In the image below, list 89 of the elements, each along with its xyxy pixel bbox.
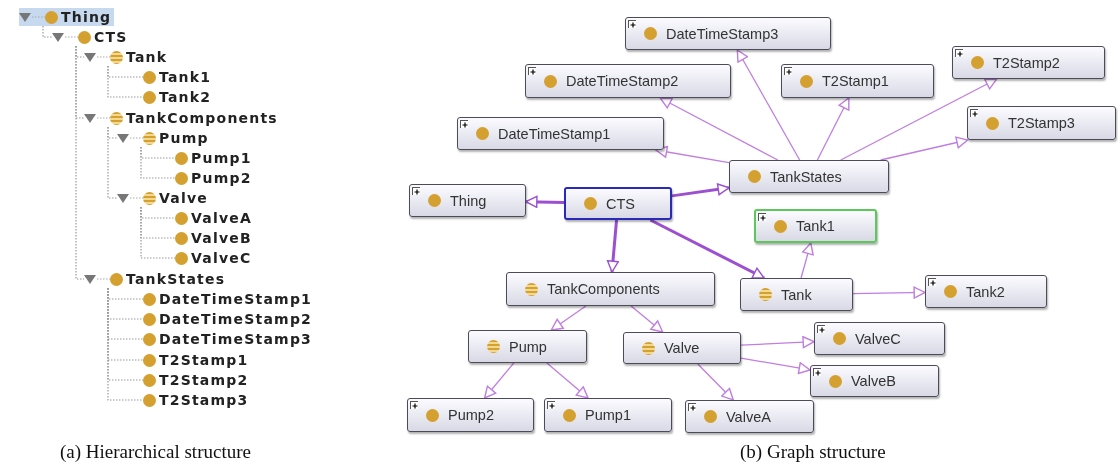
class-box (625, 17, 831, 50)
subclass-arrow (630, 305, 664, 333)
class-name: T2Stamp3 (159, 392, 249, 408)
class-box (952, 46, 1105, 79)
class-name: Tank (781, 286, 812, 303)
class-box (810, 365, 939, 397)
class-box (544, 398, 672, 432)
class-name: Valve (664, 340, 700, 356)
class-name: Tank2 (159, 89, 212, 105)
subclass-arrow (606, 219, 620, 273)
tree-item (19, 8, 115, 26)
class-name: Pump1 (585, 407, 631, 423)
class-box (409, 184, 526, 217)
class-name: T2Stamp1 (159, 352, 249, 368)
class-box (814, 322, 945, 355)
class-name: DateTimeStamp3 (159, 331, 313, 347)
class-box (564, 187, 672, 220)
class-name: T2Stamp1 (822, 73, 889, 89)
class-name: DateTimeStamp1 (498, 125, 611, 142)
subclass-arrow (550, 305, 587, 331)
class-name: TankComponents (126, 110, 278, 126)
class-name: Tank1 (796, 218, 835, 234)
subclass-arrow (525, 195, 565, 208)
subclass-arrow (880, 136, 969, 161)
class-name: ValveA (191, 210, 252, 226)
subclass-arrow (736, 49, 801, 161)
class-name: T2Stamp2 (993, 54, 1060, 71)
class-name: T2Stamp3 (1008, 115, 1075, 131)
subclass-arrow (546, 362, 589, 399)
class-name: TankStates (126, 271, 226, 287)
class-name: Pump2 (448, 407, 494, 423)
class-box (754, 209, 877, 243)
subclass-arrow (483, 362, 515, 399)
class-name: Thing (61, 9, 112, 25)
tree-connector (42, 25, 53, 38)
class-name: Tank1 (159, 69, 212, 85)
class-name: DateTimeStamp3 (666, 25, 779, 42)
class-name: Pump (509, 338, 547, 355)
class-box (685, 400, 814, 433)
subclass-arrow (800, 242, 814, 279)
class-box (457, 117, 664, 150)
class-box (925, 275, 1047, 308)
class-name: TankComponents (547, 281, 660, 297)
caption: (a) Hierarchical structure (60, 441, 251, 463)
class-box (468, 330, 587, 363)
subclass-arrow (649, 218, 765, 280)
class-name: ValveB (851, 373, 896, 389)
class-name: CTS (94, 29, 128, 45)
subclass-arrow (671, 183, 730, 198)
class-name: Tank (126, 49, 168, 65)
subclass-arrow (840, 78, 998, 161)
class-name: ValveA (726, 408, 771, 425)
class-name: DateTimeStamp2 (566, 73, 679, 89)
class-box (740, 278, 853, 311)
subclass-arrow (659, 97, 779, 161)
class-name: Pump2 (191, 170, 252, 186)
class-box (729, 160, 889, 193)
class-box (407, 398, 534, 432)
class-name: ValveC (855, 330, 901, 347)
subclass-arrow (740, 357, 811, 375)
class-name: DateTimeStamp1 (159, 291, 313, 307)
caption: (b) Graph structure (740, 441, 886, 463)
class-box (967, 106, 1116, 140)
class-name: Tank2 (966, 283, 1005, 300)
subclass-arrow (816, 97, 850, 161)
class-box (525, 64, 731, 98)
class-name: CTS (606, 195, 635, 212)
subclass-arrow (740, 336, 815, 349)
tree-connector (107, 287, 144, 401)
class-name: ValveB (191, 230, 252, 246)
class-name: DateTimeStamp2 (159, 311, 313, 327)
class-name: Valve (159, 190, 208, 206)
class-name: T2Stamp2 (159, 372, 249, 388)
tree-connector (140, 146, 176, 179)
subclass-arrow (852, 286, 926, 299)
class-name: Pump (159, 130, 209, 146)
class-box (781, 64, 934, 98)
tree-connector (107, 65, 144, 98)
class-name: TankStates (770, 168, 842, 185)
subclass-arrow (655, 145, 730, 164)
class-box (623, 332, 741, 364)
tree-connector (75, 45, 85, 280)
tree-connector (140, 206, 176, 259)
class-name: Pump1 (191, 150, 252, 166)
class-name: ValveC (191, 250, 252, 266)
tree-connector (107, 126, 118, 199)
subclass-arrow (697, 363, 734, 401)
class-box (506, 272, 715, 306)
class-name: Thing (450, 192, 487, 209)
